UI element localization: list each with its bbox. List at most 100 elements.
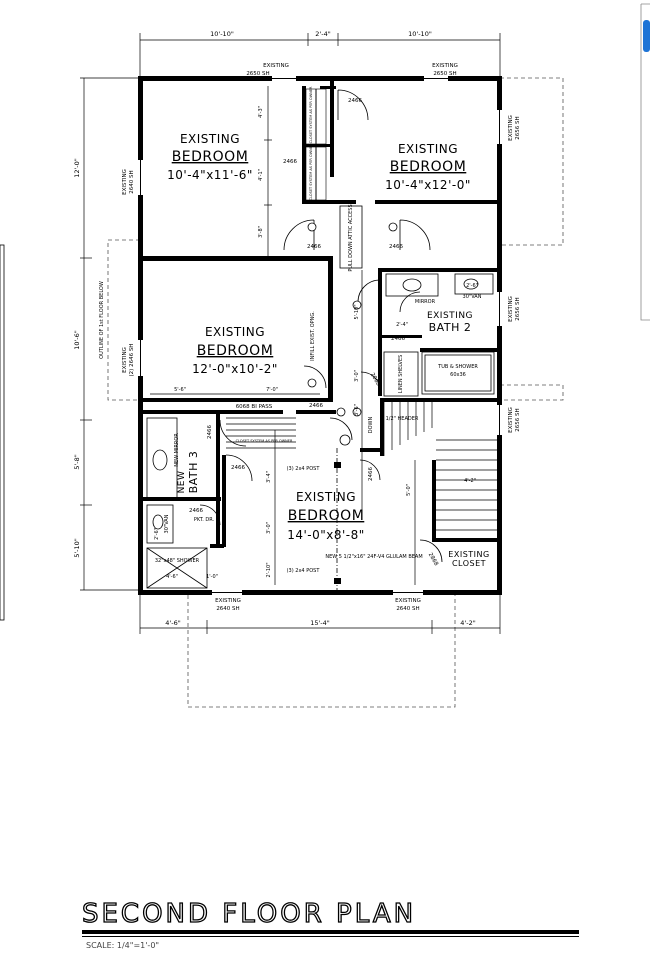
dim-left-1: 12'-0": [73, 158, 81, 178]
window-bot-left-b: 2640 SH: [216, 606, 239, 612]
left-frame-artifact: [0, 244, 5, 621]
window-right-low-a: EXISTING: [508, 407, 514, 433]
blue-edge-artifact: [643, 20, 650, 52]
label-outline: OUTLINE OF 1st FLOOR BELOW: [99, 281, 105, 359]
dim-2-10: 2'-10": [266, 562, 272, 577]
stairs: [226, 402, 497, 531]
room-bed1-line2: BEDROOM: [172, 149, 249, 165]
door-2466d: 2466: [389, 244, 403, 250]
label-post-2: (3) 2x4 POST: [287, 568, 321, 574]
label-header: 1/2" HEADER: [386, 416, 419, 422]
door-6068: 6068 BI PASS: [236, 404, 273, 410]
label-closet-sys-3: CLOSET SYSTEM AS PER OWNER: [236, 439, 293, 443]
label-pkt-door: PKT. DR.: [194, 517, 215, 523]
door-2466b: 2466: [283, 159, 297, 165]
dim-left-2: 10'-6": [73, 330, 81, 350]
window-left-top-b: 2640 SH: [129, 170, 135, 193]
dim-3-0: 3'-0": [354, 370, 360, 382]
room-bath3-line2: BATH 3: [187, 451, 200, 494]
window-right-mid-a: EXISTING: [508, 296, 514, 322]
exterior-walls: [138, 76, 502, 595]
label-mirror: MIRROR: [415, 299, 436, 305]
room-bed3-size: 12'-0"x10'-2": [192, 362, 278, 376]
room-bed4-line1: EXISTING: [296, 490, 356, 504]
dim-4-3: 4'-3": [258, 106, 264, 118]
dim-top-right: 10'-10": [408, 30, 432, 38]
room-bath3-line1: NEW: [177, 471, 187, 494]
room-bed4-line2: BEDROOM: [288, 508, 365, 524]
dim-4-1: 4'-1": [258, 169, 264, 181]
dim-2-4: 2'-4": [396, 322, 408, 328]
dim-3-0b: 3'-0": [266, 522, 272, 534]
door-2466h: 2466: [207, 425, 213, 439]
label-vanity-2: 30"VAN: [164, 514, 170, 533]
dim-3-4: 3'-4": [266, 471, 272, 483]
label-shower: 32"x48" SHOWER: [155, 558, 200, 564]
label-new-mirror: NEW MIRROR: [174, 433, 180, 467]
label-vanity: 30"VAN: [463, 294, 482, 300]
label-linen: LINEN SHELVES: [398, 355, 404, 394]
label-closet-sys-1: CLOSET SYSTEM AS PER OWNER: [309, 86, 313, 143]
title-underline-thin: [82, 936, 579, 937]
room-closet-line2: CLOSET: [452, 559, 486, 568]
window-top-right-a: EXISTING: [432, 63, 458, 69]
label-tub: TUB & SHOWER: [437, 364, 478, 370]
window-top-left-a: EXISTING: [263, 63, 289, 69]
first-floor-outline: [107, 77, 564, 708]
room-bed1-size: 10'-4"x11'-6": [167, 168, 253, 182]
dim-5-10: 5'-10": [354, 304, 360, 319]
dim-1-0: 1'-0": [206, 574, 218, 580]
window-bot-right-b: 2640 SH: [396, 606, 419, 612]
room-bed2-size: 10'-4"x12'-0": [385, 178, 471, 192]
window-right-top-a: EXISTING: [508, 115, 514, 141]
room-bath2-line2: BATH 2: [429, 321, 472, 334]
bath2-fixtures: [383, 273, 495, 397]
dim-bot-right: 4'-2": [460, 619, 475, 627]
label-attic: PULL DOWN ATTIC ACCESS: [348, 204, 354, 271]
room-closet-line1: EXISTING: [448, 550, 489, 559]
label-post-1: (3) 2x4 POST: [287, 466, 321, 472]
label-tub-size: 60x36: [450, 372, 466, 378]
window-bot-left-a: EXISTING: [215, 598, 241, 604]
label-down: DOWN: [368, 417, 374, 434]
label-infill: INFILL EXIST. OPNG.: [310, 311, 316, 361]
window-right-low-b: 2656 SH: [515, 408, 521, 431]
room-bed3-line1: EXISTING: [205, 325, 265, 339]
door-2466j: 2466: [368, 467, 374, 481]
interior-walls: [143, 81, 497, 548]
dim-2-6: 2'-6": [466, 283, 478, 289]
window-top-left-b: 2650 SH: [246, 71, 269, 77]
post-2: [334, 578, 341, 584]
room-bed2-line2: BEDROOM: [390, 159, 467, 175]
attic-access: [339, 205, 363, 269]
dim-2-6b: 2'-6": [154, 528, 160, 540]
door-2466e: 2466: [391, 336, 405, 342]
window-top-right-b: 2650 SH: [433, 71, 456, 77]
room-bed2-line1: EXISTING: [398, 142, 458, 156]
drawing-title: SECOND FLOOR PLAN: [82, 899, 416, 929]
door-2466f: 2466: [309, 403, 323, 409]
dim-3-8: 3'-8": [258, 226, 264, 238]
dim-3-6: 3'-6": [354, 404, 360, 416]
label-beam: NEW 5 1/2"x16" 24F-V4 GLULAM BEAM: [325, 554, 422, 560]
post-1: [334, 462, 341, 468]
door-2868: 2868: [427, 552, 439, 568]
dim-7-0: 7'-0": [266, 387, 278, 393]
drawing-scale: SCALE: 1/4"=1'-0": [86, 941, 159, 950]
window-bot-right-a: EXISTING: [395, 598, 421, 604]
title-underline-thick: [82, 930, 579, 934]
dim-bot-left: 4'-6": [165, 619, 180, 627]
room-bath2-line1: EXISTING: [427, 311, 473, 321]
door-swings: [199, 89, 443, 563]
label-closet-sys-2: CLOSET SYSTEM AS PER OWNER: [309, 143, 313, 200]
dim-left-4: 5'-10": [73, 538, 81, 558]
room-bed3-line2: BEDROOM: [197, 343, 274, 359]
window-left-mid-b: (2) 2646 SH: [129, 344, 135, 377]
window-left-top-a: EXISTING: [122, 169, 128, 195]
window-left-mid-a: EXISTING: [122, 347, 128, 373]
dim-top-mid: 2'-4": [315, 30, 330, 38]
door-2466i: 2466: [189, 508, 203, 514]
dimension-lines: [80, 33, 501, 634]
window-right-top-b: 2656 SH: [515, 116, 521, 139]
